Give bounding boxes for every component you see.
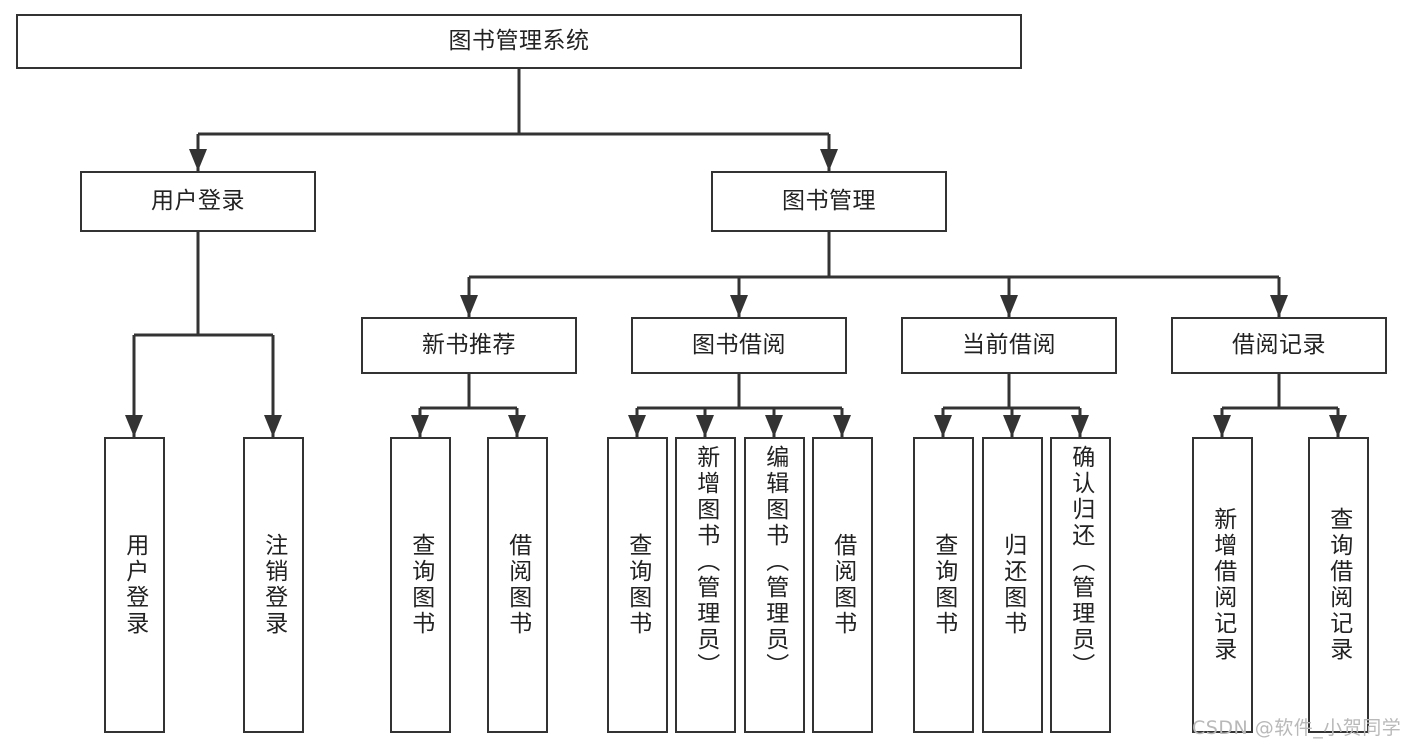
new-book-to-leaves-arrowhead-1: [508, 415, 526, 437]
csdn-watermark: CSDN @软件_小贺同学: [1192, 717, 1402, 739]
node-leaf-return-book-label: 归还图书: [999, 533, 1026, 637]
node-leaf-logout-login-label: 注销登录: [260, 533, 287, 637]
node-borrow-record-label: 借阅记录: [1232, 332, 1326, 359]
node-leaf-add-borrow-record: 新增借阅记录: [1192, 437, 1253, 733]
new-book-to-leaves-arrowhead-0: [411, 415, 429, 437]
current-borrow-to-leaves-arrowhead-2: [1071, 415, 1089, 437]
node-new-book-recommend-label: 新书推荐: [422, 332, 516, 359]
node-leaf-add-book-admin-label: 新增图书（管理员）: [692, 445, 719, 679]
node-leaf-edit-book-admin: 编辑图书（管理员）: [744, 437, 805, 733]
node-leaf-return-book: 归还图书: [982, 437, 1043, 733]
node-leaf-query-book-rec: 查询图书: [390, 437, 451, 733]
node-leaf-confirm-return-admin-label: 确认归还（管理员）: [1067, 445, 1094, 679]
node-leaf-confirm-return-admin: 确认归还（管理员）: [1050, 437, 1111, 733]
node-leaf-query-borrow-record: 查询借阅记录: [1308, 437, 1369, 733]
current-borrow-to-leaves-arrowhead-0: [934, 415, 952, 437]
root-to-level2-arrowhead-1: [820, 149, 838, 171]
node-root-system-label: 图书管理系统: [448, 28, 590, 55]
book-mgmt-to-level3-arrowhead-2: [1000, 295, 1018, 317]
user-login-to-leaves-arrowhead-1: [264, 415, 282, 437]
node-book-management: 图书管理: [711, 171, 947, 232]
borrow-record-to-leaves-arrowhead-0: [1213, 415, 1231, 437]
node-book-borrow-label: 图书借阅: [692, 332, 786, 359]
node-book-management-label: 图书管理: [782, 188, 876, 215]
node-leaf-logout-login: 注销登录: [243, 437, 304, 733]
book-mgmt-to-level3-arrowhead-1: [730, 295, 748, 317]
node-new-book-recommend: 新书推荐: [361, 317, 577, 374]
node-leaf-user-login-label: 用户登录: [121, 533, 148, 637]
node-leaf-borrow-book-rec: 借阅图书: [487, 437, 548, 733]
node-leaf-user-login: 用户登录: [104, 437, 165, 733]
node-leaf-borrow-book-rec-label: 借阅图书: [504, 533, 531, 637]
node-leaf-query-borrow-record-label: 查询借阅记录: [1325, 507, 1352, 663]
user-login-to-leaves-arrowhead-0: [125, 415, 143, 437]
node-leaf-borrow-book: 借阅图书: [812, 437, 873, 733]
book-borrow-to-leaves-arrowhead-2: [765, 415, 783, 437]
node-leaf-add-borrow-record-label: 新增借阅记录: [1209, 507, 1236, 663]
book-borrow-to-leaves-arrowhead-3: [833, 415, 851, 437]
book-borrow-to-leaves-arrowhead-0: [628, 415, 646, 437]
node-leaf-edit-book-admin-label: 编辑图书（管理员）: [761, 445, 788, 679]
node-leaf-add-book-admin: 新增图书（管理员）: [675, 437, 736, 733]
node-current-borrow: 当前借阅: [901, 317, 1117, 374]
node-leaf-query-book-rec-label: 查询图书: [407, 533, 434, 637]
node-root-system: 图书管理系统: [16, 14, 1022, 69]
node-leaf-query-book-borrow-label: 查询图书: [624, 533, 651, 637]
node-book-borrow: 图书借阅: [631, 317, 847, 374]
book-mgmt-to-level3-arrowhead-0: [460, 295, 478, 317]
root-to-level2-arrowhead-0: [189, 149, 207, 171]
node-current-borrow-label: 当前借阅: [962, 332, 1056, 359]
borrow-record-to-leaves-arrowhead-1: [1329, 415, 1347, 437]
node-user-login-label: 用户登录: [151, 188, 245, 215]
node-borrow-record: 借阅记录: [1171, 317, 1387, 374]
book-borrow-to-leaves-arrowhead-1: [696, 415, 714, 437]
node-user-login: 用户登录: [80, 171, 316, 232]
book-mgmt-to-level3-arrowhead-3: [1270, 295, 1288, 317]
node-leaf-query-book-current: 查询图书: [913, 437, 974, 733]
node-leaf-borrow-book-label: 借阅图书: [829, 533, 856, 637]
current-borrow-to-leaves-arrowhead-1: [1003, 415, 1021, 437]
node-leaf-query-book-borrow: 查询图书: [607, 437, 668, 733]
node-leaf-query-book-current-label: 查询图书: [930, 533, 957, 637]
